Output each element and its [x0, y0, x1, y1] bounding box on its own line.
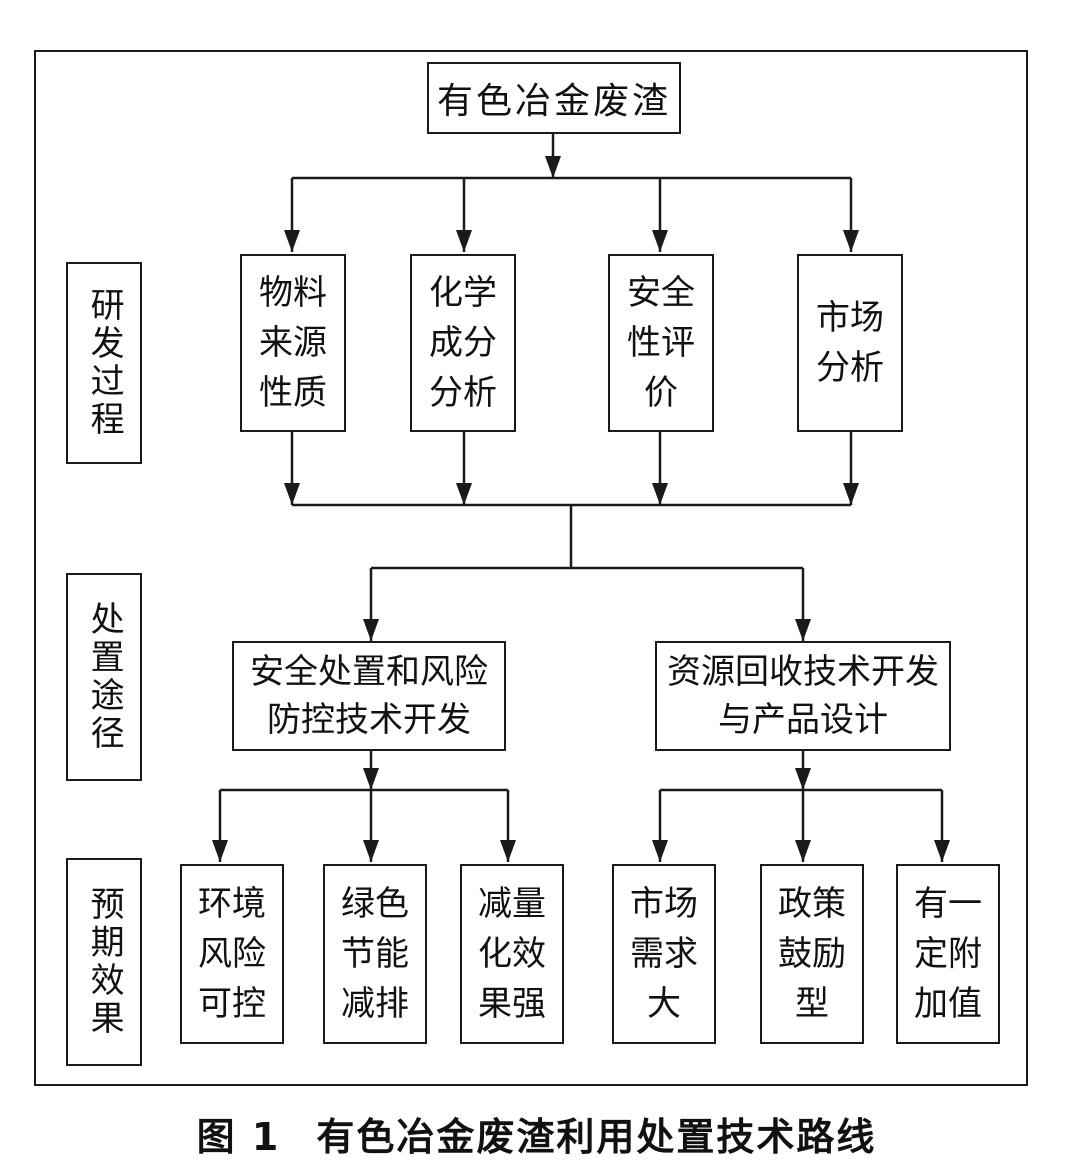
box-line: 安全处置和风险	[250, 652, 488, 692]
research-box-market-analysis: 市场 分析	[797, 254, 903, 432]
effect-box-added-value: 有一 定附 加值	[896, 864, 1000, 1044]
box-line: 有一	[914, 884, 982, 924]
box-line: 化学	[429, 273, 497, 313]
box-line: 与产品设计	[718, 700, 888, 740]
box-line: 定附	[914, 934, 982, 974]
box-line: 市场	[630, 884, 698, 924]
stage-label-effects: 预期效果	[66, 858, 142, 1066]
box-line: 需求	[630, 934, 698, 974]
effect-box-policy-support: 政策 鼓励 型	[760, 864, 864, 1044]
stage-label-research: 研发过程	[66, 262, 142, 464]
box-line: 风险	[198, 934, 266, 974]
box-line: 减量	[478, 884, 546, 924]
effect-box-reduction: 减量 化效 果强	[460, 864, 564, 1044]
box-line: 成分	[429, 323, 497, 363]
disposal-box-safe-disposal: 安全处置和风险 防控技术开发	[232, 641, 506, 751]
box-line: 大	[647, 984, 681, 1024]
research-box-safety-evaluation: 安全 性评 价	[608, 254, 714, 432]
box-line: 来源	[259, 323, 327, 363]
box-line: 分析	[816, 348, 884, 388]
source-box-metallurgical-slag: 有色冶金废渣	[427, 62, 681, 134]
box-line: 防控技术开发	[267, 700, 471, 740]
box-line: 鼓励	[778, 934, 846, 974]
box-line: 可控	[198, 984, 266, 1024]
stage-label-text: 预期效果	[84, 886, 125, 1038]
stage-label-text: 研发过程	[84, 287, 125, 439]
box-line: 物料	[259, 273, 327, 313]
figure-number: 图 1	[196, 1115, 281, 1159]
diagram-frame	[34, 50, 1028, 1086]
stage-label-text: 处置途径	[84, 601, 125, 753]
figure-caption: 图 1 有色冶金废渣利用处置技术路线	[0, 1106, 1073, 1161]
effect-box-risk-controllable: 环境 风险 可控	[180, 864, 284, 1044]
box-line: 加值	[914, 984, 982, 1024]
figure-title: 有色冶金废渣利用处置技术路线	[316, 1115, 877, 1159]
box-line: 节能	[341, 934, 409, 974]
box-line: 安全	[627, 273, 695, 313]
box-line: 环境	[198, 884, 266, 924]
box-line: 绿色	[341, 884, 409, 924]
disposal-box-resource-recovery: 资源回收技术开发 与产品设计	[655, 641, 951, 751]
box-line: 分析	[429, 373, 497, 413]
box-line: 价	[644, 373, 678, 413]
stage-label-disposal: 处置途径	[66, 573, 142, 781]
box-line: 果强	[478, 984, 546, 1024]
box-line: 化效	[478, 934, 546, 974]
box-line: 政策	[778, 884, 846, 924]
research-box-material-source: 物料 来源 性质	[240, 254, 346, 432]
box-line: 性评	[627, 323, 695, 363]
box-line: 型	[795, 984, 829, 1024]
box-line: 市场	[816, 298, 884, 338]
research-box-chemical-analysis: 化学 成分 分析	[410, 254, 516, 432]
box-line: 减排	[341, 984, 409, 1024]
source-box-label: 有色冶金废渣	[436, 81, 671, 122]
effect-box-green-emission: 绿色 节能 减排	[323, 864, 427, 1044]
box-line: 资源回收技术开发	[667, 652, 939, 692]
effect-box-market-demand: 市场 需求 大	[612, 864, 716, 1044]
box-line: 性质	[259, 373, 327, 413]
